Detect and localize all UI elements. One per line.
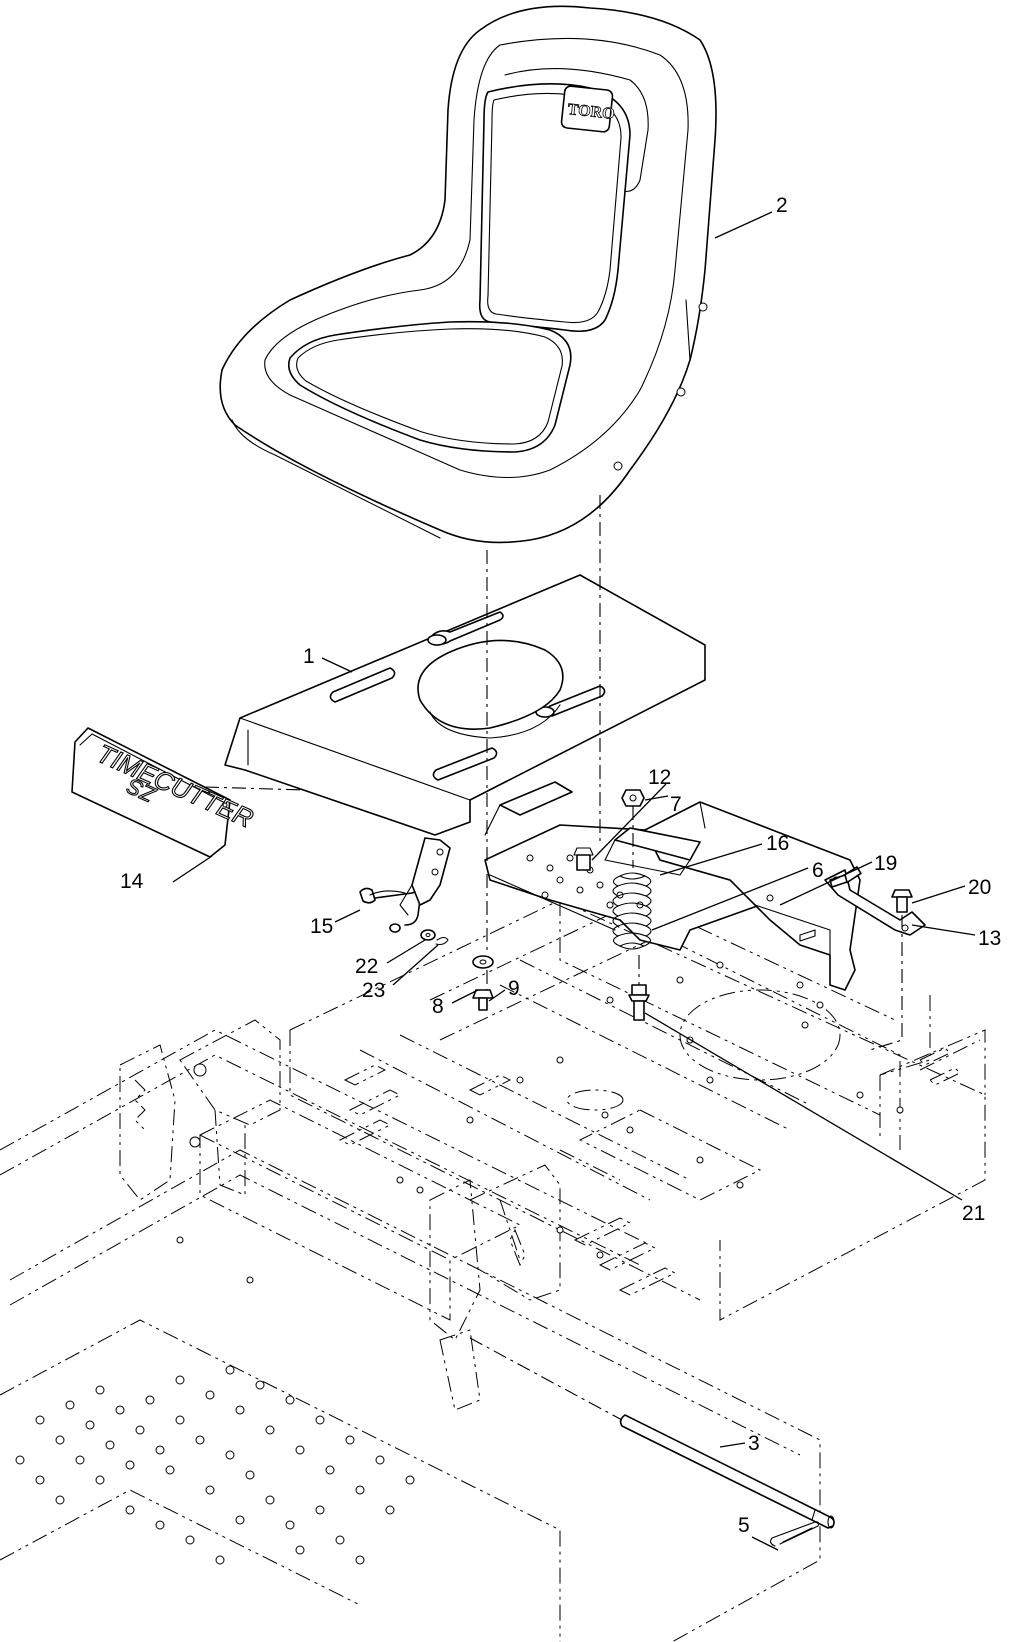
callout-3: 3 bbox=[748, 1432, 760, 1455]
bolt-9 bbox=[472, 989, 494, 1011]
callout-13: 13 bbox=[978, 927, 1001, 950]
callout-1: 1 bbox=[303, 645, 315, 668]
seat-pan bbox=[224, 574, 706, 836]
hairpin-23 bbox=[435, 936, 449, 946]
svg-text:TORO: TORO bbox=[567, 101, 615, 123]
callout-15: 15 bbox=[310, 915, 333, 938]
callout-8: 8 bbox=[432, 995, 444, 1018]
washer-22 bbox=[420, 929, 436, 941]
suspension-spring bbox=[612, 872, 652, 950]
hairpin-cotter-5 bbox=[770, 1521, 820, 1547]
flange-bolt-21 bbox=[628, 984, 650, 1021]
callout-21: 21 bbox=[962, 1202, 985, 1225]
clevis-pin-15 bbox=[359, 887, 421, 933]
callout-16: 16 bbox=[766, 832, 789, 855]
callout-5: 5 bbox=[738, 1514, 750, 1537]
callout-12: 12 bbox=[648, 766, 671, 789]
mower-frame bbox=[0, 899, 986, 1642]
leader-lines bbox=[172, 211, 976, 1551]
suspension-plate bbox=[484, 781, 926, 991]
callout-9: 9 bbox=[508, 977, 520, 1000]
flange-bolt-20 bbox=[891, 889, 913, 913]
callout-19: 19 bbox=[874, 852, 897, 875]
stud-bolt bbox=[573, 847, 594, 871]
callout-labels: 2 1 12 7 16 6 19 20 13 14 15 22 23 8 9 2… bbox=[120, 194, 1001, 1537]
callout-7: 7 bbox=[670, 793, 682, 816]
seat: TORO bbox=[219, 5, 717, 544]
callout-2: 2 bbox=[776, 194, 788, 217]
callout-22: 22 bbox=[355, 955, 378, 978]
frame-holes bbox=[15, 961, 904, 1565]
lock-nut bbox=[621, 789, 645, 807]
toro-logo: TORO bbox=[560, 85, 616, 133]
callout-14: 14 bbox=[120, 870, 144, 893]
callout-23: 23 bbox=[362, 979, 385, 1002]
callout-20: 20 bbox=[968, 876, 991, 899]
pivot-rod bbox=[619, 1414, 835, 1529]
callout-6: 6 bbox=[812, 859, 824, 882]
washer-8 bbox=[472, 955, 494, 969]
